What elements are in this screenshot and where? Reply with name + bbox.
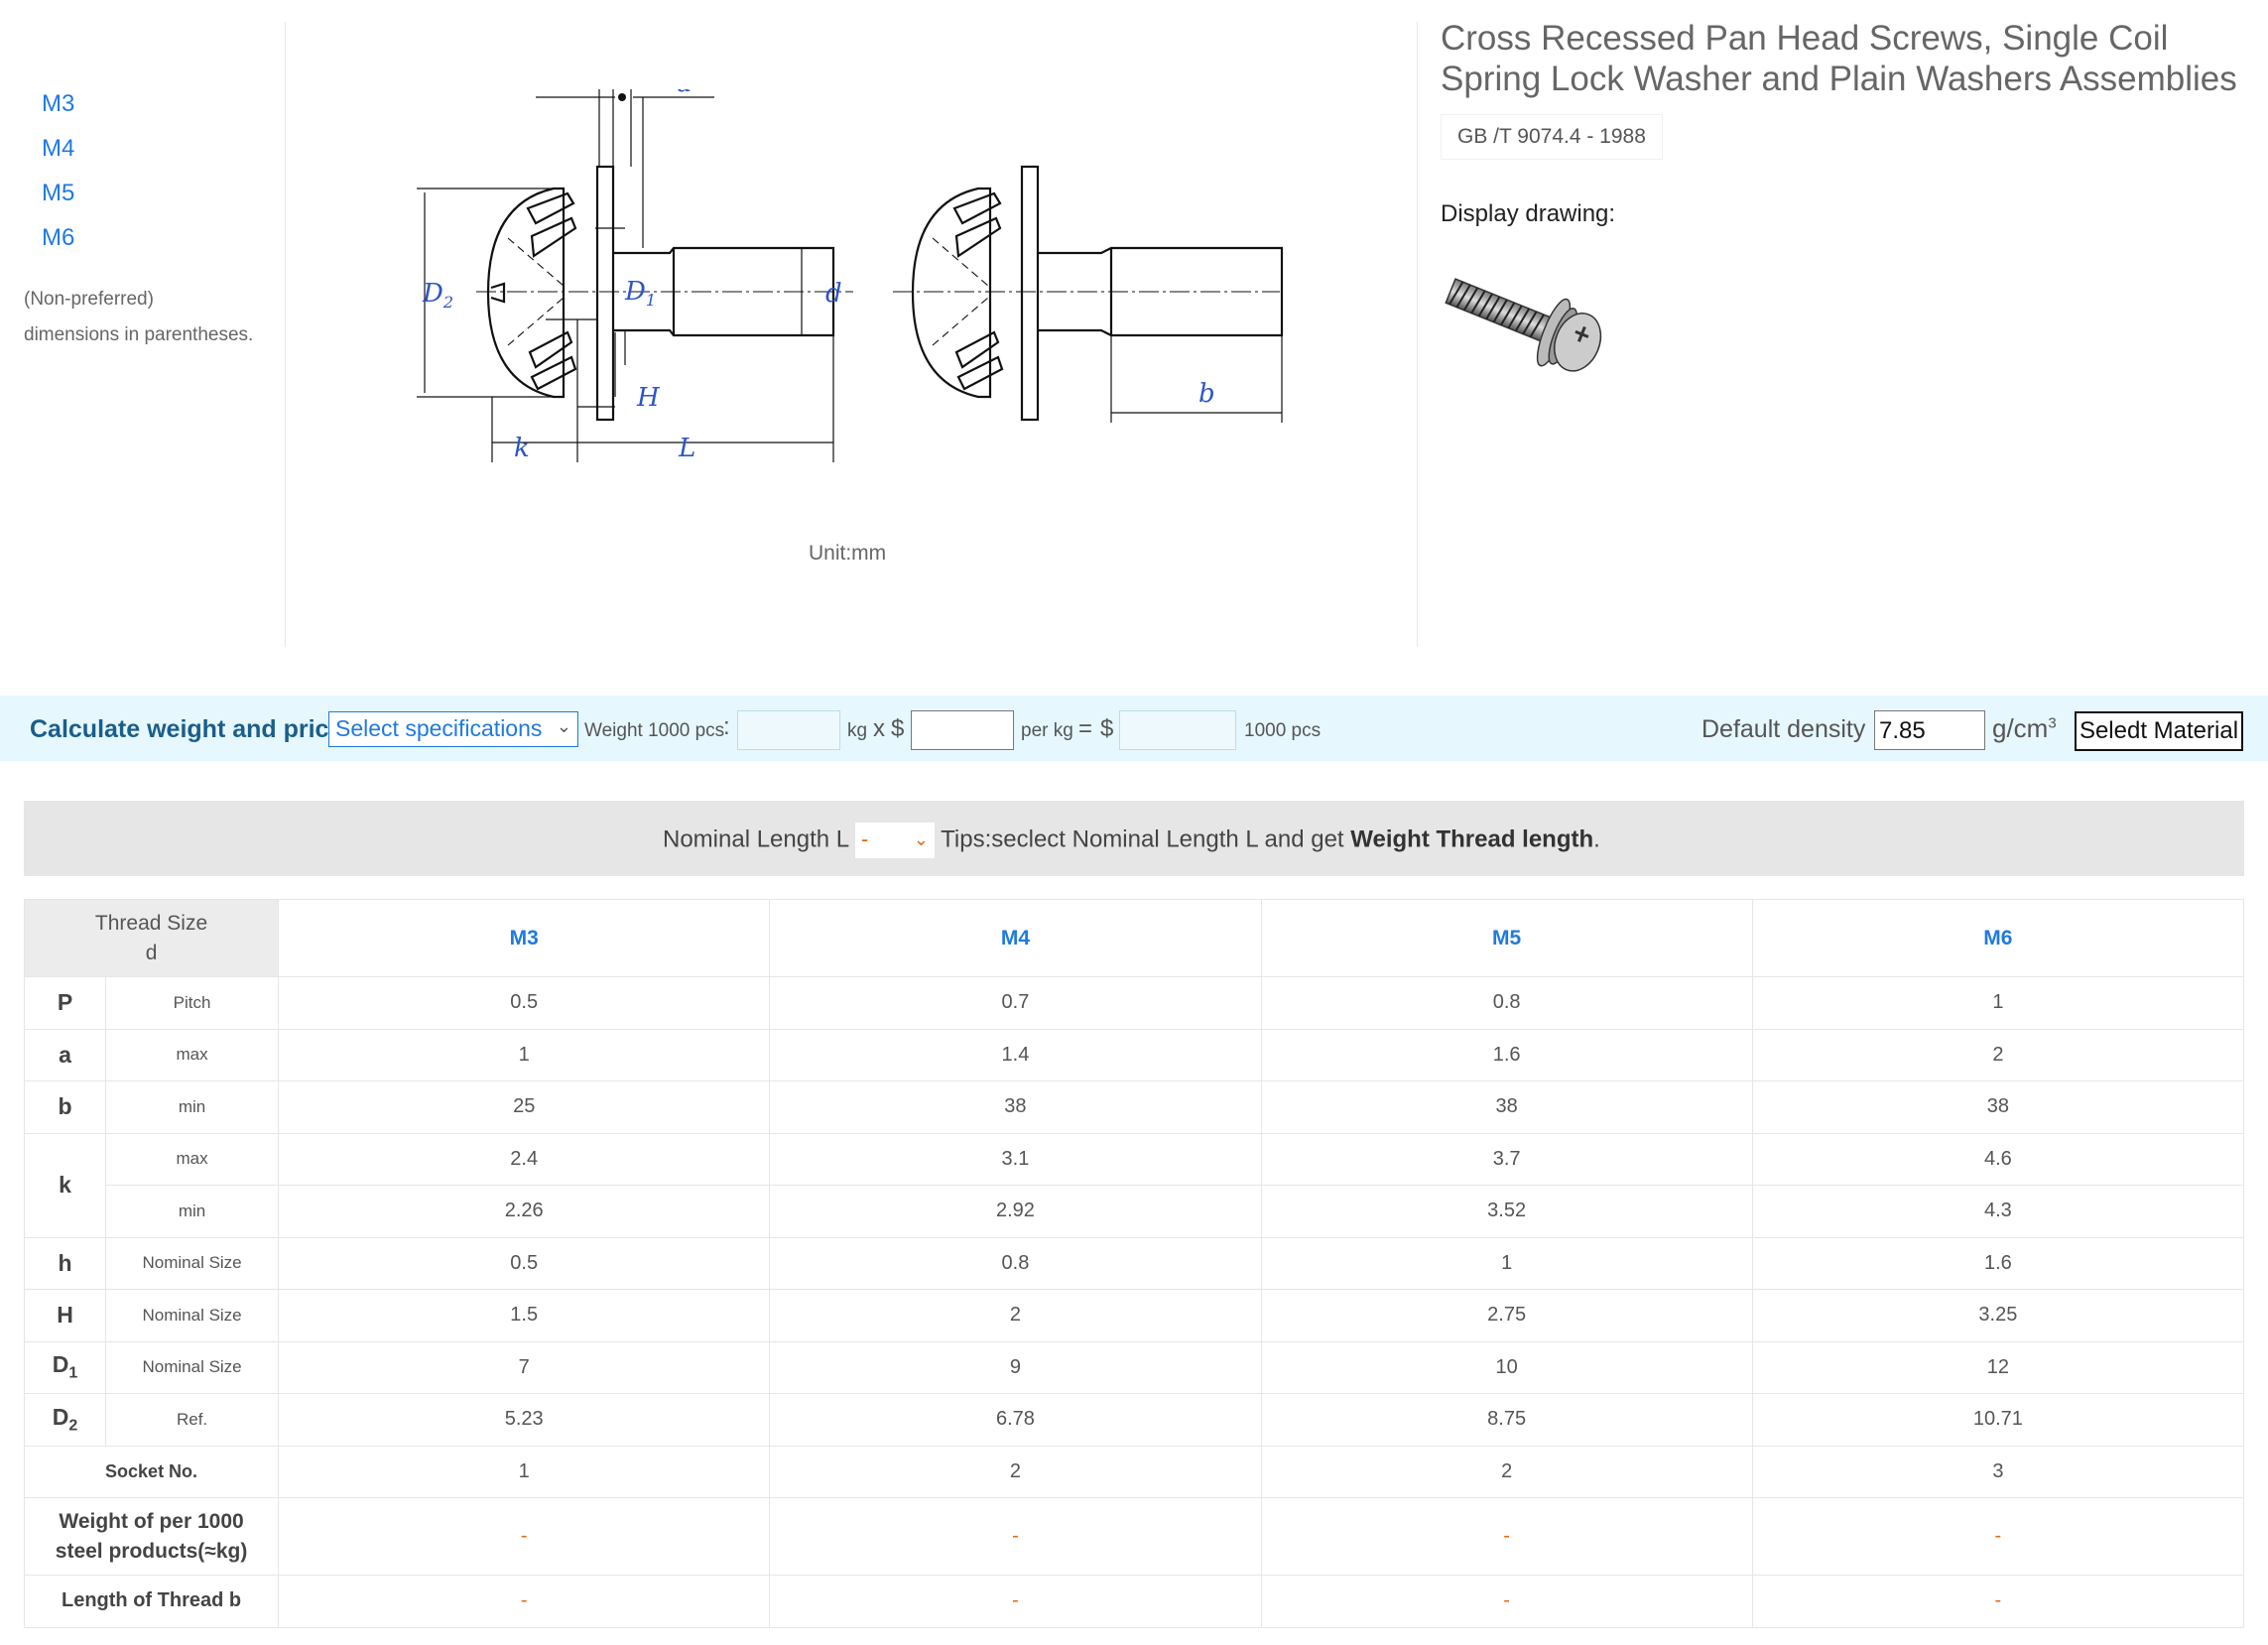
size-link-m3[interactable]: M3 xyxy=(42,90,75,117)
table-row: h Nominal Size 0.5 0.8 1 1.6 xyxy=(23,1236,2245,1290)
product-title: Cross Recessed Pan Head Screws, Single C… xyxy=(1441,19,2237,98)
table-row: b min 25 38 38 38 xyxy=(23,1080,2245,1134)
dim-d1-label: D1 xyxy=(624,277,656,310)
dollar-symbol: $ xyxy=(891,715,905,742)
socket-row: Socket No. 1 2 2 3 xyxy=(23,1445,2245,1498)
size-link-m5[interactable]: M5 xyxy=(42,180,75,206)
table-row: D1 Nominal Size 7 9 10 12 xyxy=(23,1340,2245,1394)
dollar-symbol: $ xyxy=(1100,715,1114,742)
column-m5[interactable]: M5 xyxy=(1260,899,1753,977)
non-preferred-note: (Non-preferred) dimensions in parenthese… xyxy=(24,289,254,345)
dim-L-label: L xyxy=(678,434,695,463)
per-kg-label: per kg xyxy=(1021,720,1073,741)
column-m3[interactable]: M3 xyxy=(278,899,771,977)
weight-label: Weight 1000 pcs xyxy=(584,720,725,741)
chevron-down-icon: ⌄ xyxy=(913,829,929,849)
standard-badge: GB /T 9074.4 - 1988 xyxy=(1441,114,1663,160)
density-input[interactable]: 7.85 xyxy=(1874,710,1985,750)
screw-image xyxy=(1445,278,1602,372)
calculator-title: Calculate weight and price. xyxy=(30,715,350,743)
table-row: min 2.26 2.92 3.52 4.3 xyxy=(25,1185,2245,1238)
pcs-label: 1000 pcs xyxy=(1244,720,1322,741)
column-m4[interactable]: M4 xyxy=(769,899,1262,977)
kg-label: kg xyxy=(847,720,868,741)
nominal-length-bar: Nominal Length L -⌄ Tips:seclect Nominal… xyxy=(24,801,2244,876)
dim-a-label: a xyxy=(677,89,693,98)
column-m6[interactable]: M6 xyxy=(1751,899,2245,977)
dim-d-label: d xyxy=(825,279,842,309)
dim-d2-label: D2 xyxy=(422,279,453,312)
display-drawing-label: Display drawing: xyxy=(1441,200,1616,227)
unit-label: Unit:mm xyxy=(809,542,887,565)
tip-text: Tips:seclect Nominal Length L and get xyxy=(941,825,1351,853)
thread-length-row: Length of Thread b - - - - xyxy=(23,1575,2245,1628)
size-link-m6[interactable]: M6 xyxy=(42,224,75,251)
table-row: a max 1 1.4 1.6 2 xyxy=(23,1028,2245,1081)
size-link-m4[interactable]: M4 xyxy=(42,135,75,162)
select-material-button[interactable]: Seledt Material xyxy=(2075,711,2243,751)
product-header: M3 M4 M5 M6 (Non-preferred) dimensions i… xyxy=(0,0,2268,655)
dim-h-label: h xyxy=(554,89,570,96)
divider xyxy=(1417,22,1418,647)
table-row: k max 2.4 3.1 3.7 4.6 xyxy=(23,1132,2245,1238)
weight-input[interactable] xyxy=(737,710,840,750)
nominal-length-select[interactable]: -⌄ xyxy=(854,822,935,858)
colon: : xyxy=(723,713,730,740)
chevron-down-icon: ⌄ xyxy=(556,716,571,736)
divider xyxy=(285,22,286,647)
total-price-input[interactable] xyxy=(1119,710,1236,750)
table-row: H Nominal Size 1.5 2 2.75 3.25 xyxy=(23,1289,2245,1342)
price-per-kg-input[interactable] xyxy=(911,710,1014,750)
times-symbol: x xyxy=(873,715,885,742)
size-nav: M3 M4 M5 M6 xyxy=(42,81,240,260)
technical-drawing: h a D2 D1 d H k L b xyxy=(417,89,1284,463)
density-label: Default density xyxy=(1701,715,1866,743)
density-unit: g/cm3 xyxy=(1992,713,2057,743)
tip-bold: Weight Thread length xyxy=(1350,825,1594,853)
nominal-length-label: Nominal Length L xyxy=(663,825,849,853)
dim-H-label: H xyxy=(636,383,661,413)
dim-k-label: k xyxy=(514,434,530,463)
weight-price-calculator: Calculate weight and price. Select speci… xyxy=(0,696,2268,761)
table-row: P Pitch 0.5 0.7 0.8 1 xyxy=(23,976,2245,1030)
table-row: D2 Ref. 5.23 6.78 8.75 10.71 xyxy=(23,1393,2245,1447)
specification-select[interactable]: Select specifications ⌄ xyxy=(328,711,578,747)
dim-b-label: b xyxy=(1198,379,1215,409)
equals-symbol: = xyxy=(1078,715,1093,742)
